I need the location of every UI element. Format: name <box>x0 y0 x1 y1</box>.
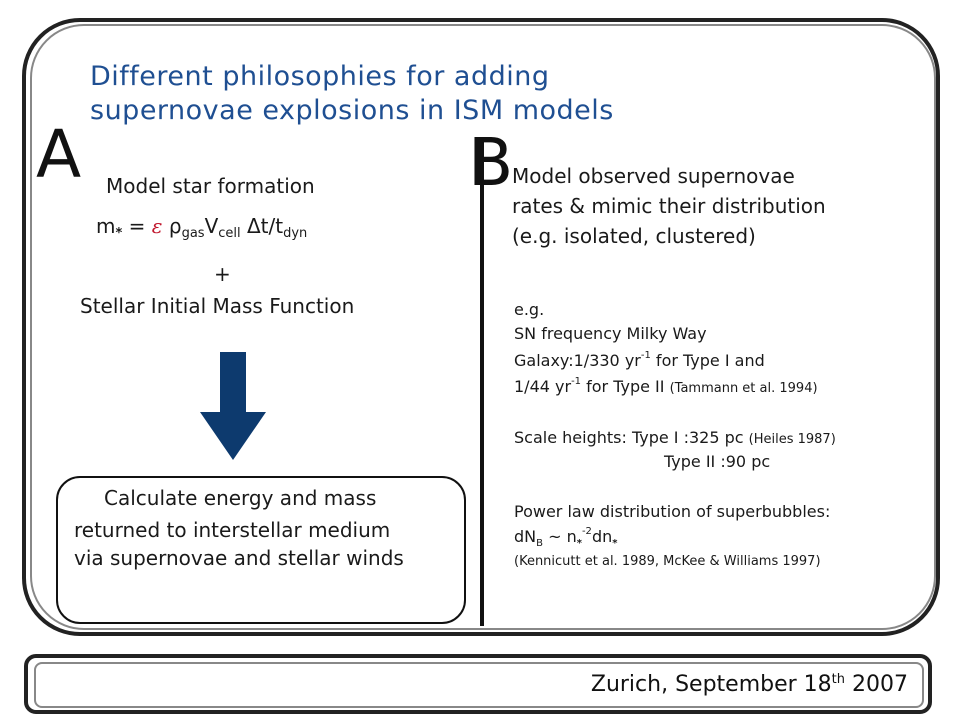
power-g: * <box>612 538 618 549</box>
title-line-1: Different philosophies for adding <box>90 61 550 92</box>
power-law-line-1: Power law distribution of superbubbles: <box>514 502 831 521</box>
formula-rho: ρ <box>162 214 182 238</box>
box-line-3: via supernovae and stellar winds <box>74 546 404 570</box>
column-divider <box>480 140 484 626</box>
formula-epsilon: ε <box>151 214 163 238</box>
formula-dt: Δt/t <box>240 214 284 238</box>
section-b-letter: B <box>468 124 514 201</box>
power-f: dn <box>591 527 613 546</box>
star-formation-formula: m* = ε ρgasVcell Δt/tdyn <box>96 214 307 241</box>
footer-frame-shadow <box>34 662 924 708</box>
power-e: -2 <box>581 526 592 537</box>
down-arrow-icon <box>200 352 266 460</box>
box-line-2: returned to interstellar medium <box>74 518 391 542</box>
freq-3-sup: -1 <box>571 376 582 387</box>
formula-star: * <box>115 226 123 241</box>
power-c: ~ n <box>543 527 577 546</box>
freq-3a: 1/44 yr <box>514 377 572 396</box>
power-law-reference: (Kennicutt et al. 1989, McKee & Williams… <box>514 554 821 569</box>
scale-ref: (Heiles 1987) <box>748 432 836 447</box>
power-law-formula: dNB ~ n*-2dn* <box>514 526 617 549</box>
formula-eq: = <box>122 214 152 238</box>
freq-3b: for Type II <box>581 377 670 396</box>
section-a-letter: A <box>36 116 82 193</box>
footer-text-b: 2007 <box>845 672 908 697</box>
formula-v: V <box>204 214 219 238</box>
calculation-box <box>56 476 466 624</box>
power-a: dN <box>514 527 537 546</box>
scale-heights-line-2: Type II :90 pc <box>664 452 771 471</box>
plus-sign: + <box>214 262 231 286</box>
section-b-heading-2: rates & mimic their distribution <box>512 194 826 218</box>
formula-dyn: dyn <box>283 226 308 241</box>
scale-1a: Scale heights: Type I :325 pc <box>514 428 749 447</box>
footer-sup: th <box>831 672 846 687</box>
section-b-heading-1: Model observed supernovae <box>512 164 795 188</box>
power-b: B <box>536 538 543 549</box>
imf-label: Stellar Initial Mass Function <box>80 294 355 318</box>
formula-m: m <box>96 214 116 238</box>
sn-frequency-line-3: 1/44 yr-1 for Type II (Tammann et al. 19… <box>514 376 818 396</box>
section-b-heading-3: (e.g. isolated, clustered) <box>512 224 756 248</box>
freq-ref: (Tammann et al. 1994) <box>669 381 818 396</box>
slide-frame-shadow <box>30 24 936 630</box>
power-d: * <box>576 538 582 549</box>
box-line-1: Calculate energy and mass <box>104 486 377 510</box>
freq-2a: Galaxy:1/330 yr <box>514 351 641 370</box>
footer-location-date: Zurich, September 18th 2007 <box>591 672 908 697</box>
freq-2b: for Type I and <box>650 351 765 370</box>
footer-text-a: Zurich, September 18 <box>590 672 832 697</box>
slide-title: Different philosophies for adding supern… <box>90 60 690 128</box>
sn-frequency-line-2: Galaxy:1/330 yr-1 for Type I and <box>514 350 765 370</box>
eg-label: e.g. <box>514 300 545 319</box>
freq-2-sup: -1 <box>640 350 651 361</box>
sn-frequency-line-1: SN frequency Milky Way <box>514 324 707 343</box>
section-a-heading: Model star formation <box>106 174 315 198</box>
formula-cell: cell <box>218 226 241 241</box>
scale-heights-line-1: Scale heights: Type I :325 pc (Heiles 19… <box>514 428 836 447</box>
footer-frame <box>24 654 932 714</box>
title-line-2: supernovae explosions in ISM models <box>90 95 614 126</box>
formula-gas: gas <box>181 226 205 241</box>
